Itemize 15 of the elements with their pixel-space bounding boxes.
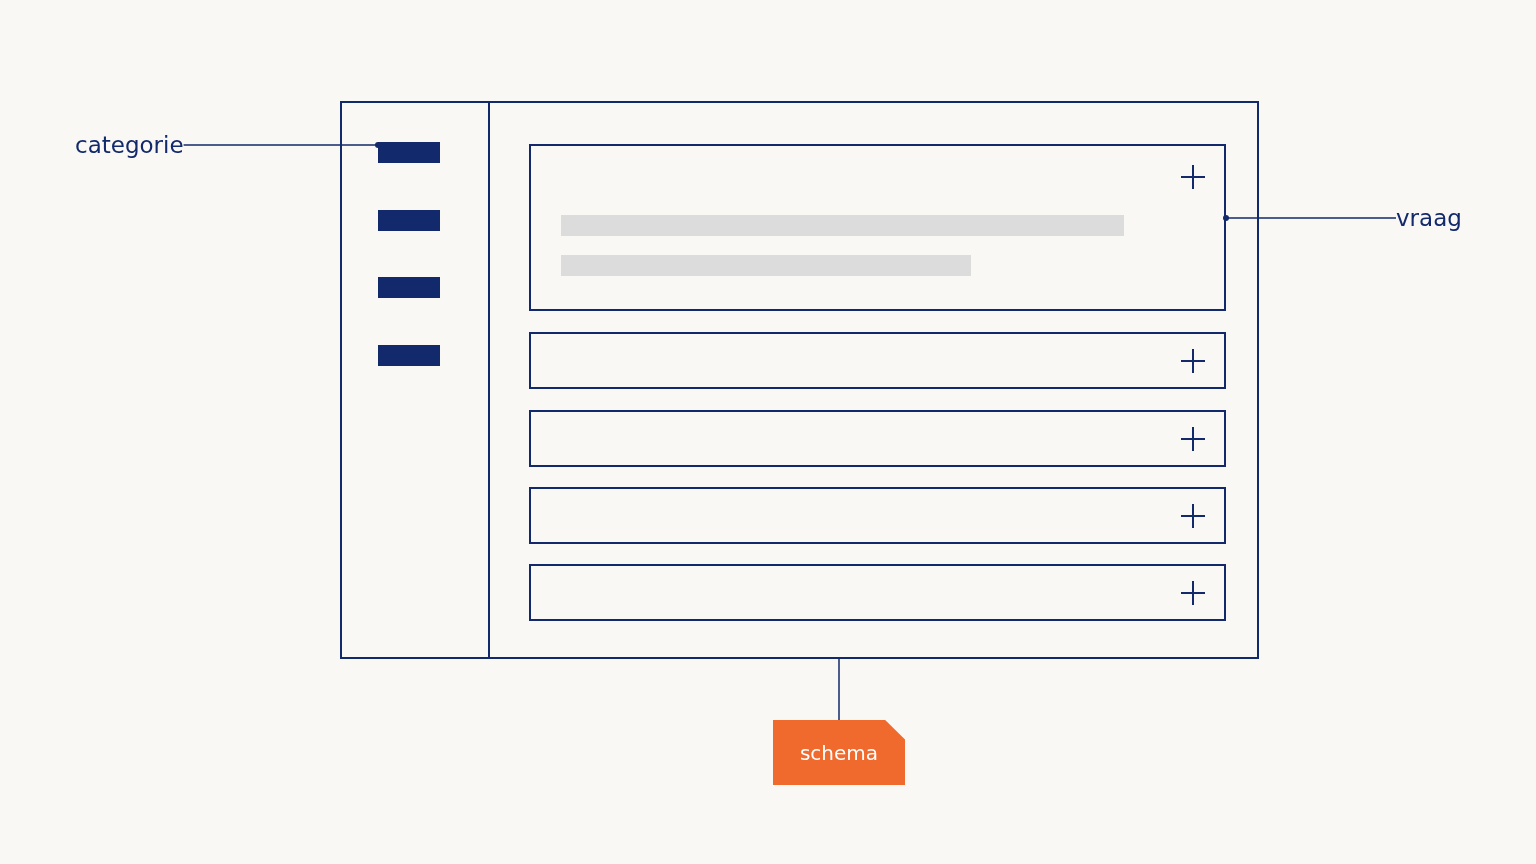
accordion-item <box>529 332 1226 389</box>
category-bar <box>378 345 440 366</box>
category-bar <box>378 142 440 163</box>
callout-label: vraag <box>1396 201 1462 235</box>
accordion-item <box>529 410 1226 467</box>
leader-line <box>1223 215 1397 221</box>
category-bar <box>378 277 440 298</box>
accordion-item <box>529 487 1226 544</box>
leader-line <box>838 658 840 721</box>
page-frame <box>340 101 1259 659</box>
tag-label: schema <box>773 720 905 785</box>
category-bar <box>378 210 440 231</box>
accordion-item <box>529 144 1226 311</box>
accordion-item <box>529 564 1226 621</box>
callout-label: categorie <box>75 128 184 162</box>
